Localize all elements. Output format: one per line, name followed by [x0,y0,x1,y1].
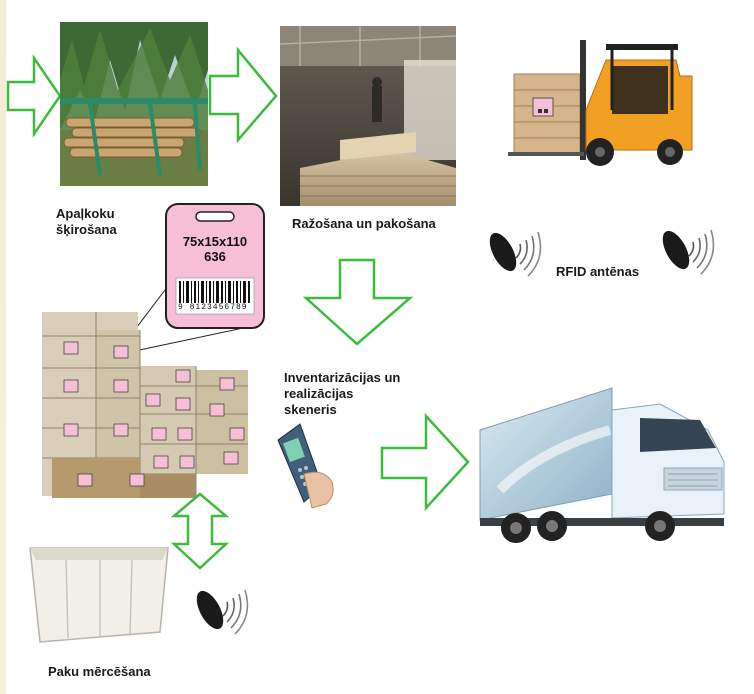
rfid-antenna-icon [196,589,249,635]
forklift-image [508,40,693,166]
rfid-antenna-icon [489,231,542,277]
barcode-digits: 9 8123456789 [178,303,248,312]
log-sorting-photo [60,22,208,186]
truck-image [479,387,725,543]
handheld-scanner-image [277,423,334,509]
arrow-right-2 [208,46,278,144]
label-log-sorting: Apaļkoku šķirošana [56,206,117,237]
arrow-right-3 [380,412,470,512]
arrow-up-down [170,492,230,570]
label-scanner: Inventarizācijas un realizācijas skeneri… [284,370,401,417]
label-production: Ražošana un pakošana [292,216,436,231]
soaking-tub-image [29,547,169,643]
arrow-down [302,258,414,346]
rfid-antenna-icon [662,229,715,275]
lumber-stacks-photo [42,312,248,498]
rfid-tag [165,203,265,329]
arrow-right-1 [6,53,62,139]
label-rfid-antennas: RFID antēnas [556,264,640,279]
tag-dimensions: 75x15x110 636 [182,234,248,264]
left-page-strip [0,0,6,694]
label-soaking: Paku mērcēšana [48,664,151,679]
barcode [179,281,250,303]
production-photo [279,26,457,206]
